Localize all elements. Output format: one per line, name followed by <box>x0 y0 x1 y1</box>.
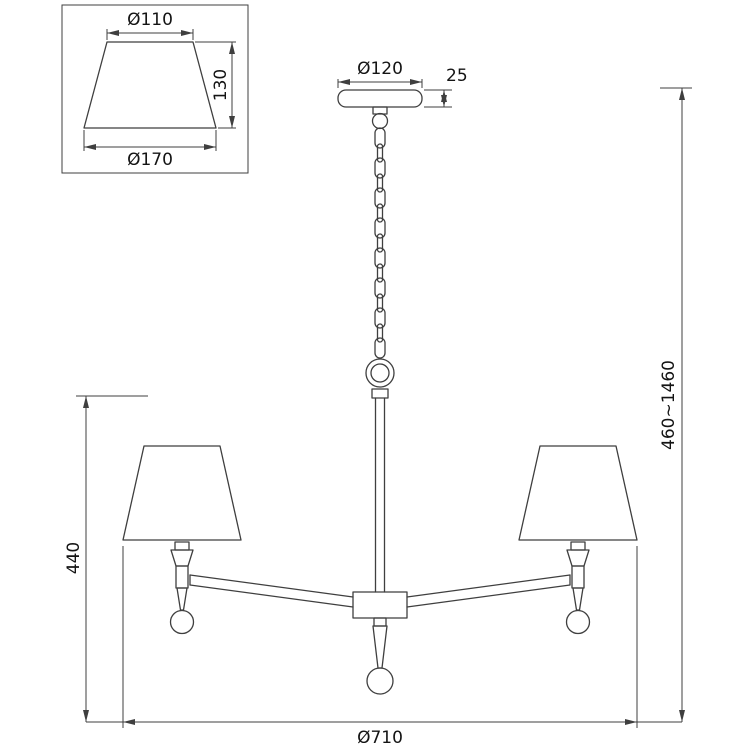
chain-link <box>376 143 384 163</box>
finial-ball <box>366 667 394 695</box>
shade-detail-box: Ø110 Ø170 130 <box>61 4 249 174</box>
right-candle-stem <box>571 565 585 589</box>
dim-canopy-height: 25 <box>446 66 468 86</box>
chain-link <box>374 157 386 179</box>
dimension-hanging-height: 460~1460 <box>659 87 692 722</box>
arm-bottom-edge <box>189 584 354 608</box>
dim-canopy-diameter: Ø120 <box>357 59 403 79</box>
left-arm <box>189 574 354 608</box>
chain-link <box>376 323 384 343</box>
dim-overall-width: Ø710 <box>357 728 403 748</box>
finial-neck <box>373 617 387 627</box>
ring-collar <box>371 388 389 399</box>
arm-top-edge <box>406 574 571 598</box>
ring-inner <box>370 363 390 383</box>
ring-outer <box>365 358 395 388</box>
right-candle-cup <box>566 549 590 567</box>
chain-link <box>376 173 384 193</box>
chain <box>374 127 386 359</box>
shade-detail-outline <box>83 41 217 129</box>
dim-shade-height: 130 <box>211 69 231 101</box>
chain-link <box>374 307 386 329</box>
right-arm <box>406 574 571 608</box>
right-drop-taper <box>572 587 584 611</box>
chain-link <box>374 277 386 299</box>
right-shade-outline <box>518 445 638 541</box>
right-drop-ball <box>565 609 591 635</box>
center-hub <box>352 591 408 619</box>
finial-taper <box>372 625 388 669</box>
chain-link <box>374 187 386 209</box>
chain-link <box>376 263 384 283</box>
chain-link <box>376 233 384 253</box>
dim-hanging-height: 460~1460 <box>659 360 679 450</box>
dim-body-height: 440 <box>64 542 84 574</box>
left-candle-stem <box>175 565 189 589</box>
hub-body <box>352 591 408 619</box>
canopy: Ø120 25 <box>337 59 468 130</box>
right-lamp-assembly <box>518 445 638 635</box>
dimension-overall-width: Ø710 <box>86 546 682 748</box>
left-drop-taper <box>176 587 188 611</box>
hanging-ring <box>365 358 395 399</box>
left-lamp-assembly <box>122 445 242 635</box>
left-candle-socket <box>174 541 190 551</box>
chain-link <box>376 293 384 313</box>
left-drop-ball <box>169 609 195 635</box>
dim-shade-top-diameter: Ø110 <box>127 10 173 30</box>
center-finial <box>366 617 394 695</box>
dim-shade-bottom-diameter: Ø170 <box>127 150 173 170</box>
chain-link <box>374 127 386 149</box>
dimension-body-height: 440 <box>64 395 148 722</box>
left-candle-cup <box>170 549 194 567</box>
chain-link <box>374 247 386 269</box>
detail-box-border <box>61 4 249 174</box>
arm-top-edge <box>189 574 354 598</box>
left-shade-outline <box>122 445 242 541</box>
right-candle-socket <box>570 541 586 551</box>
arm-bottom-edge <box>406 584 571 608</box>
canopy-loop <box>371 112 389 130</box>
chain-link <box>376 203 384 223</box>
chain-link <box>374 217 386 239</box>
chain-link <box>374 337 386 359</box>
canopy-body <box>337 89 423 108</box>
center-rod <box>374 397 386 593</box>
